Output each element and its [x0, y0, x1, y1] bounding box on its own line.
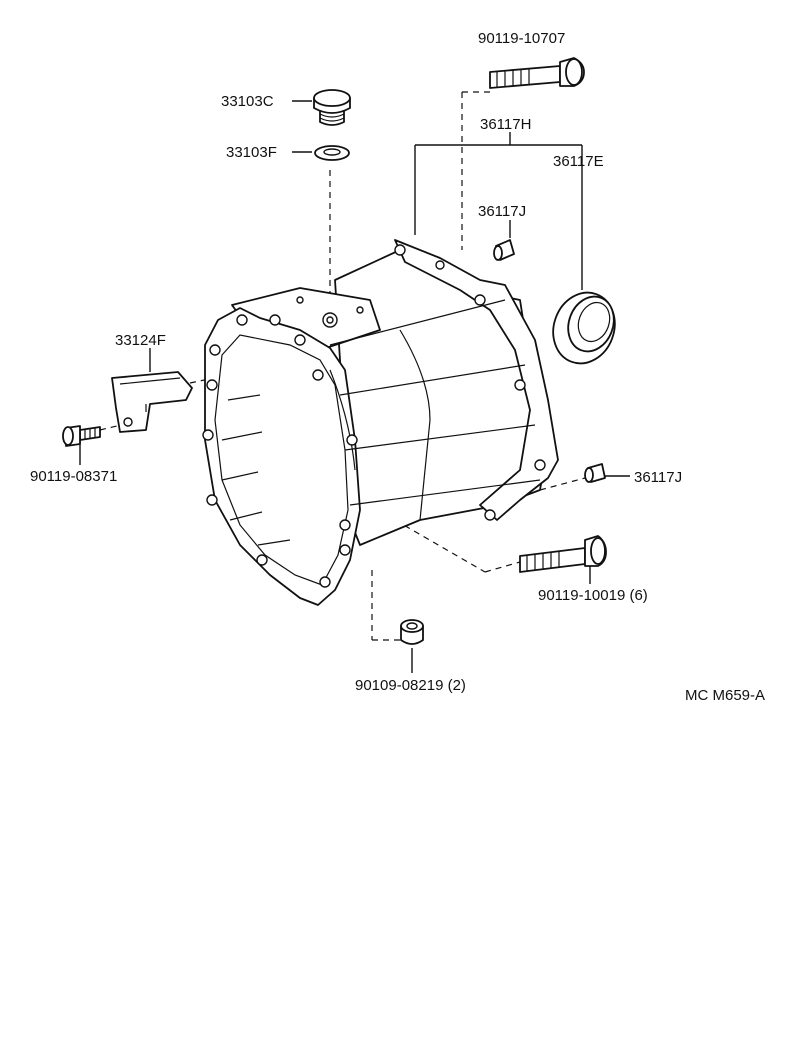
oil-seal	[552, 291, 616, 365]
part-labels: 90119-10707 33103C 33103F 36117H 36117E …	[30, 30, 765, 704]
plug	[313, 89, 351, 126]
label-pin-right: 36117J	[634, 469, 682, 486]
label-bolt-small: 90119-08371	[30, 468, 117, 485]
pin-right	[584, 463, 606, 483]
pin-top	[493, 239, 515, 261]
label-bolt-top: 90119-10707	[478, 30, 565, 47]
label-pin-top: 36117J	[478, 203, 526, 220]
label-bracket-small: 33124F	[115, 332, 166, 349]
label-plug: 33103C	[221, 93, 274, 110]
gasket	[314, 145, 350, 161]
diagram-code: MC M659-A	[685, 687, 765, 704]
label-bolt-bottom: 90119-10019 (6)	[538, 587, 648, 604]
label-bracket-group: 36117H	[480, 116, 531, 133]
label-nut-bottom: 90109-08219 (2)	[355, 677, 466, 694]
bolt-bottom	[519, 535, 607, 573]
label-gasket: 33103F	[226, 144, 277, 161]
bolt-top	[489, 57, 585, 89]
bolt-small	[62, 425, 101, 447]
transmission-housing	[202, 239, 559, 606]
nut-bottom	[400, 619, 424, 645]
bracket-small	[111, 371, 193, 433]
label-oil-seal: 36117E	[553, 153, 604, 170]
